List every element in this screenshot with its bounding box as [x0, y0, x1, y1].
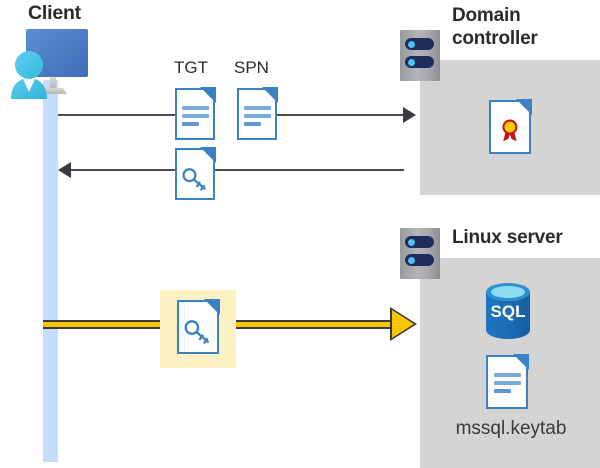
- domain-controller-server-rack-icon: [400, 30, 440, 81]
- certificate-document-icon: [489, 99, 532, 154]
- document-fold: [200, 147, 216, 163]
- keytab-arrowhead: [392, 310, 414, 338]
- sql-label: SQL: [491, 302, 526, 321]
- document-line: [244, 121, 261, 126]
- document-fold: [513, 354, 529, 370]
- document-line: [493, 373, 522, 378]
- keytab-file-document-icon: [486, 354, 529, 409]
- document-fold: [204, 299, 220, 315]
- tgt-document-icon: [175, 87, 216, 140]
- sql-database-icon: SQL: [484, 282, 532, 340]
- document-line: [244, 105, 271, 110]
- document-line: [182, 113, 209, 118]
- document-line: [244, 113, 271, 118]
- keytab-filename-label: mssql.keytab: [455, 418, 567, 439]
- document-line: [182, 105, 209, 110]
- document-line: [493, 381, 522, 386]
- tgt-label: TGT: [174, 58, 208, 77]
- response-arrowhead: [58, 162, 71, 178]
- document-text-lines: [493, 373, 522, 397]
- rack-led: [408, 256, 415, 264]
- client-title: Client: [28, 2, 81, 24]
- rack-slot: [405, 254, 434, 266]
- rack-slot: [405, 56, 434, 68]
- domain-controller-title: Domain controller: [452, 5, 538, 49]
- rack-slot: [405, 38, 434, 50]
- keytab-arrow-line-left: [43, 320, 162, 329]
- key-icon: [181, 164, 210, 193]
- document-line: [182, 121, 199, 126]
- spn-document-icon: [237, 87, 278, 140]
- certificate-seal-icon: [499, 115, 521, 144]
- request-arrowhead: [403, 107, 416, 123]
- spn-label: SPN: [234, 58, 269, 77]
- service-ticket-key-document-icon: [175, 147, 216, 200]
- linux-server-title: Linux server: [452, 227, 563, 248]
- linux-server-rack-icon: [400, 228, 440, 279]
- document-fold: [262, 87, 278, 103]
- request-arrow-line-left: [58, 114, 175, 116]
- document-fold: [200, 87, 216, 103]
- response-arrow-line-left: [71, 169, 175, 171]
- document-line: [493, 389, 511, 394]
- request-arrow-line-right: [277, 114, 404, 116]
- rack-led: [408, 58, 415, 66]
- document-fold: [516, 99, 532, 115]
- key-icon: [183, 316, 213, 346]
- document-text-lines: [182, 105, 209, 130]
- keytab-arrow-line-right: [234, 320, 394, 329]
- response-arrow-line-right: [215, 169, 404, 171]
- rack-led: [408, 238, 415, 246]
- rack-led: [408, 40, 415, 48]
- document-text-lines: [244, 105, 271, 130]
- client-workstation-icon: [5, 24, 97, 104]
- rack-slot: [405, 236, 434, 248]
- client-lifeline: [43, 80, 58, 462]
- keytab-key-document-icon: [177, 299, 220, 354]
